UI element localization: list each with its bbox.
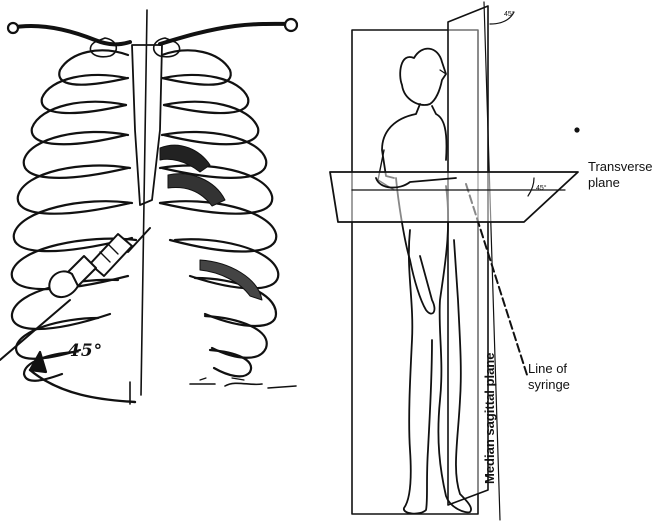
- right-ribs: [154, 38, 279, 376]
- transverse-plane-label-line1: Transverse: [588, 160, 653, 174]
- body-planes-illustration: [330, 2, 579, 520]
- ribcage-angle-label: 45°: [68, 344, 103, 358]
- right-clavicle: [160, 24, 296, 44]
- syringe-line-label-line2: syringe: [528, 378, 570, 392]
- left-ribs: [12, 38, 136, 381]
- syringe-line-label-line1: Line of: [528, 362, 567, 376]
- left-clavicle: [10, 26, 130, 44]
- top-angle-label: 45°: [504, 8, 515, 22]
- transverse-plane-label-line2: plane: [588, 176, 620, 190]
- transverse-plane: [330, 172, 578, 222]
- side-angle-label: 45°: [536, 182, 547, 196]
- rib-cage-illustration: [0, 10, 297, 404]
- median-sagittal-plane-label: Median sagittal plane: [483, 353, 497, 484]
